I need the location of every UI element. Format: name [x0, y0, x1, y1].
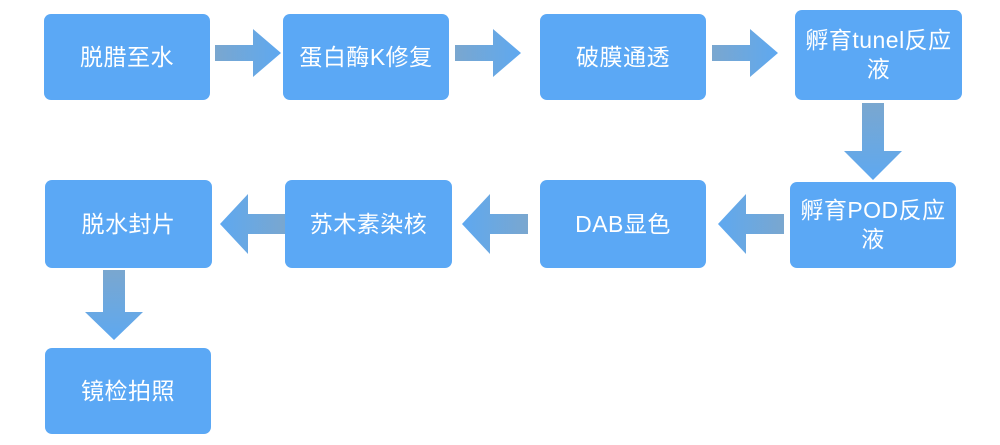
arrow-down-dehydrate-to-microscopy	[85, 270, 143, 340]
arrow-right-permeabilize-to-tunel	[712, 29, 778, 77]
node-label: 孵育POD反应液	[800, 197, 946, 252]
node-label: DAB显色	[575, 210, 671, 237]
node-label: 脱腊至水	[80, 43, 174, 70]
node-label: 孵育tunel反应液	[805, 27, 952, 82]
node-dehydrate-and-mount[interactable]: 脱水封片	[45, 180, 212, 268]
node-incubate-pod-reaction-mix[interactable]: 孵育POD反应液	[790, 182, 956, 268]
node-dab-chromogen[interactable]: DAB显色	[540, 180, 706, 268]
node-label: 苏木素染核	[309, 210, 428, 237]
node-microscopy-photograph[interactable]: 镜检拍照	[45, 348, 211, 434]
node-label: 脱水封片	[81, 210, 176, 237]
node-dewax-to-water[interactable]: 脱腊至水	[44, 14, 210, 100]
arrow-down-tunel-to-pod	[844, 103, 902, 180]
node-membrane-permeabilization[interactable]: 破膜通透	[540, 14, 706, 100]
node-label: 破膜通透	[576, 43, 670, 70]
node-label: 镜检拍照	[81, 377, 175, 404]
arrow-left-dab-to-hematoxylin	[462, 194, 528, 254]
arrow-right-dewax-to-proteinasek	[215, 29, 281, 77]
node-hematoxylin-nuclear-stain[interactable]: 苏木素染核	[285, 180, 452, 268]
node-label: 蛋白酶K修复	[299, 43, 433, 70]
node-proteinase-k-retrieval[interactable]: 蛋白酶K修复	[283, 14, 449, 100]
arrow-left-pod-to-dab	[718, 194, 784, 254]
arrow-right-proteinasek-to-permeabilize	[455, 29, 521, 77]
arrow-left-hematoxylin-to-dehydrate	[220, 194, 286, 254]
node-incubate-tunel-reaction-mix[interactable]: 孵育tunel反应液	[795, 10, 962, 100]
